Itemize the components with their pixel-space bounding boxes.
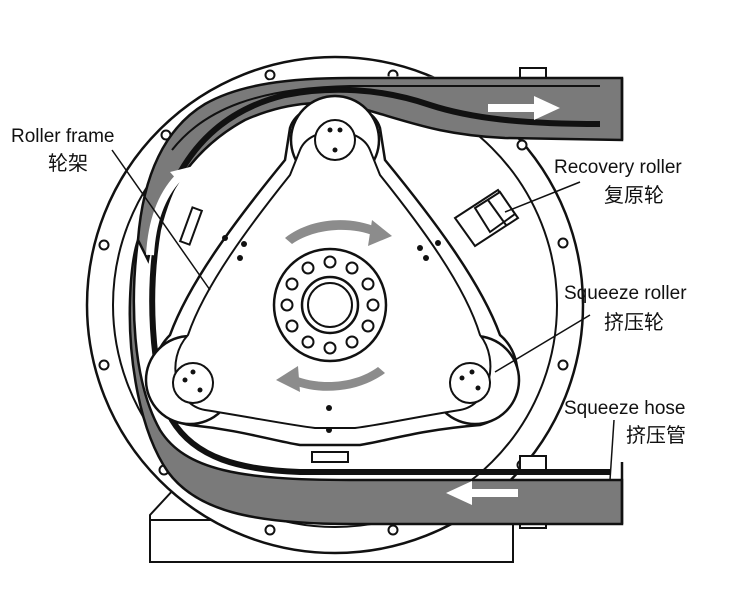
label-squeeze-hose-zh: 挤压管 bbox=[626, 423, 686, 447]
leader-roller-frame bbox=[111, 149, 211, 291]
guide-plates bbox=[178, 206, 349, 463]
rotation-arrow-top bbox=[285, 220, 392, 246]
flow-arrows bbox=[146, 96, 560, 505]
label-roller-frame-zh: 轮架 bbox=[48, 151, 88, 175]
leader-squeeze-hose bbox=[609, 419, 615, 481]
label-squeeze-hose-en: Squeeze hose bbox=[564, 398, 686, 419]
outlet-flow-arrow bbox=[488, 96, 560, 120]
frame-bolts bbox=[222, 235, 441, 433]
recovery-roller bbox=[453, 188, 520, 248]
leader-squeeze-roller bbox=[494, 314, 591, 373]
inlet-flow-arrow bbox=[446, 481, 518, 505]
label-recovery-roller-zh: 复原轮 bbox=[604, 183, 664, 207]
hose-motion-arrow bbox=[146, 166, 194, 256]
label-squeeze-roller-en: Squeeze roller bbox=[564, 283, 687, 304]
label-squeeze-roller-zh: 挤压轮 bbox=[604, 310, 664, 334]
leader-lines bbox=[111, 149, 615, 481]
rotation-arrow-bottom bbox=[276, 366, 385, 392]
rotation-arrows bbox=[276, 220, 392, 392]
leader-recovery-roller bbox=[504, 181, 581, 213]
label-roller-frame-en: Roller frame bbox=[11, 126, 115, 147]
central-hub bbox=[272, 247, 388, 363]
label-recovery-roller-en: Recovery roller bbox=[554, 157, 682, 178]
